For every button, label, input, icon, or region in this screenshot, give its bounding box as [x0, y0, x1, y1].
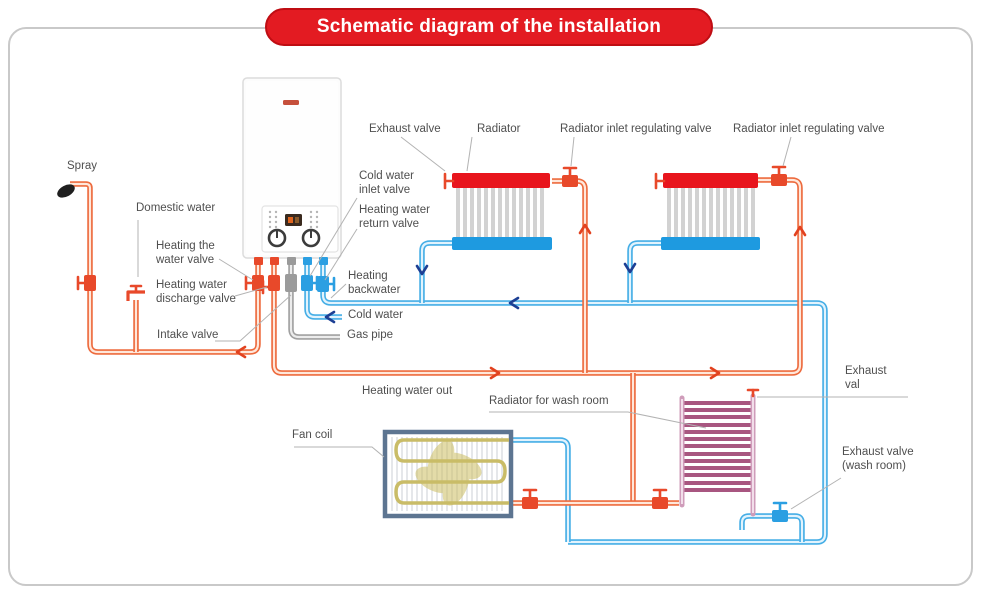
tap-icon: [126, 284, 145, 301]
label-intake-valve: Intake valve: [157, 329, 219, 341]
label-heating-water-discharge-valve: Heating water discharge valve: [156, 279, 236, 305]
boiler: [242, 77, 342, 265]
flow-arrows: [235, 223, 807, 380]
boiler-logo: [283, 100, 299, 105]
radiator-2: [654, 172, 760, 250]
label-cold-water: Cold water: [348, 309, 403, 321]
coil-serpentine: [394, 438, 509, 505]
heating-backwater-pipe: [320, 264, 828, 545]
label-spray: Spray: [67, 160, 98, 172]
heating-water-out-pipe: [271, 177, 803, 506]
page-title: Schematic diagram of the installation: [316, 16, 662, 37]
radiator1-return-pipe: [419, 240, 455, 303]
label-exhaust-valve: Exhaust valve: [369, 123, 441, 135]
label-domestic-water: Domestic water: [136, 202, 216, 214]
boiler-knob-right: [301, 228, 321, 248]
label-radiator-inlet-regulating-valve-2: Radiator inlet regulating valve: [733, 123, 885, 135]
radiator2-return-pipe: [627, 240, 665, 303]
boiler-display: [285, 214, 302, 226]
fan-coil: [382, 429, 514, 519]
domestic-hot-water-pipe: [70, 181, 261, 355]
boiler-pipe-connections: [254, 257, 328, 265]
label-radiator: Radiator: [477, 123, 521, 135]
label-exhaust-val: Exhaust val: [845, 365, 887, 391]
label-heating-water-return-valve: Heating water return valve: [359, 204, 430, 230]
radiator-1: [443, 172, 552, 250]
label-radiator-inlet-regulating-valve-1: Radiator inlet regulating valve: [560, 123, 712, 135]
spray-valve-icon: [76, 275, 96, 291]
leader-lines: [137, 136, 908, 510]
radiator1-inlet-regulating-valve-icon: [562, 166, 578, 187]
cold-water-inlet-valve-icon: [301, 275, 319, 291]
washroom-supply-valve-icon: [652, 488, 668, 509]
label-cold-water-inlet-valve: Cold water inlet valve: [359, 170, 414, 196]
shower-head-icon: [57, 184, 75, 198]
label-heating-backwater: Heating backwater: [348, 270, 401, 296]
cold-water-pipe: [304, 264, 342, 320]
washroom-exhaust-valve-icon: [746, 388, 760, 398]
washroom-exhaust-valve-wash-icon: [772, 501, 788, 522]
gas-intake-valve-icon: [285, 274, 297, 292]
label-fan-coil: Fan coil: [292, 429, 333, 441]
radiator2-inlet-regulating-valve-icon: [771, 165, 787, 186]
washroom-radiator: [679, 388, 760, 517]
title-banner: Schematic diagram of the installation: [265, 8, 713, 46]
gas-pipe-line: [288, 264, 340, 340]
heating-water-discharge-valve-icon: [261, 275, 280, 295]
radiator1-exhaust-valve-icon: [443, 172, 455, 190]
label-radiator-for-wash-room: Radiator for wash room: [489, 395, 609, 407]
fan-coil-supply-valve-icon: [522, 488, 538, 509]
radiator2-exhaust-valve-icon: [654, 172, 666, 190]
heating-water-return-valve-icon: [317, 276, 336, 292]
label-heating-water-out: Heating water out: [362, 385, 453, 397]
label-heating-the-water-valve: Heating the water valve: [156, 240, 215, 266]
label-gas-pipe: Gas pipe: [347, 329, 394, 341]
boiler-knob-left: [267, 228, 287, 248]
label-exhaust-valve-wash-room: Exhaust valve (wash room): [842, 446, 914, 472]
heating-the-water-valve-icon: [244, 275, 264, 291]
fan-coil-return-pipe: [511, 437, 571, 542]
